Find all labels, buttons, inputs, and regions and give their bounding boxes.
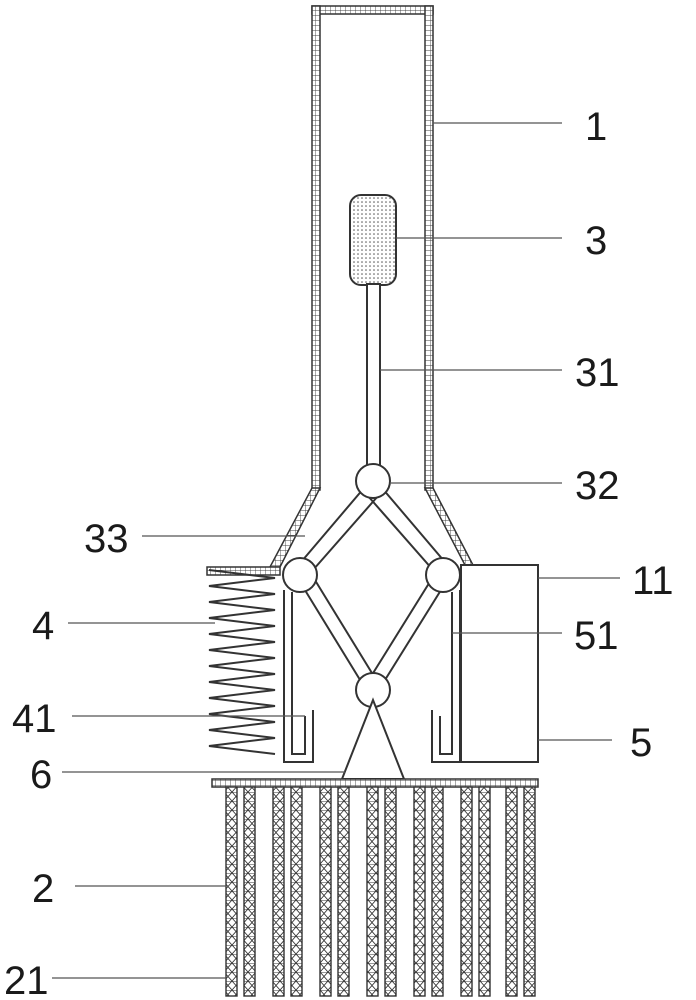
slide-left [283, 590, 314, 763]
label-33: 33 [84, 517, 129, 561]
joint-top [355, 463, 391, 499]
side-box [460, 564, 539, 763]
brush-columns [225, 786, 536, 997]
base-plate [211, 778, 539, 788]
label-31: 31 [575, 351, 620, 395]
joint-right [425, 557, 461, 593]
label-2: 2 [32, 867, 54, 911]
linkage-arms [295, 487, 451, 689]
label-6: 6 [30, 753, 52, 797]
label-5: 5 [630, 721, 652, 765]
label-32: 32 [575, 464, 620, 508]
spring [208, 569, 276, 755]
label-21: 21 [4, 959, 49, 1000]
joint-left [282, 557, 318, 593]
label-11: 11 [632, 559, 674, 603]
label-4: 4 [32, 604, 54, 648]
triangle-support [340, 697, 406, 780]
label-41: 41 [12, 697, 57, 741]
slide-right [431, 590, 461, 763]
float-assembly [349, 194, 397, 470]
label-51: 51 [574, 614, 619, 658]
label-1: 1 [585, 105, 607, 149]
leader-lines [52, 122, 620, 979]
label-3: 3 [585, 219, 607, 263]
